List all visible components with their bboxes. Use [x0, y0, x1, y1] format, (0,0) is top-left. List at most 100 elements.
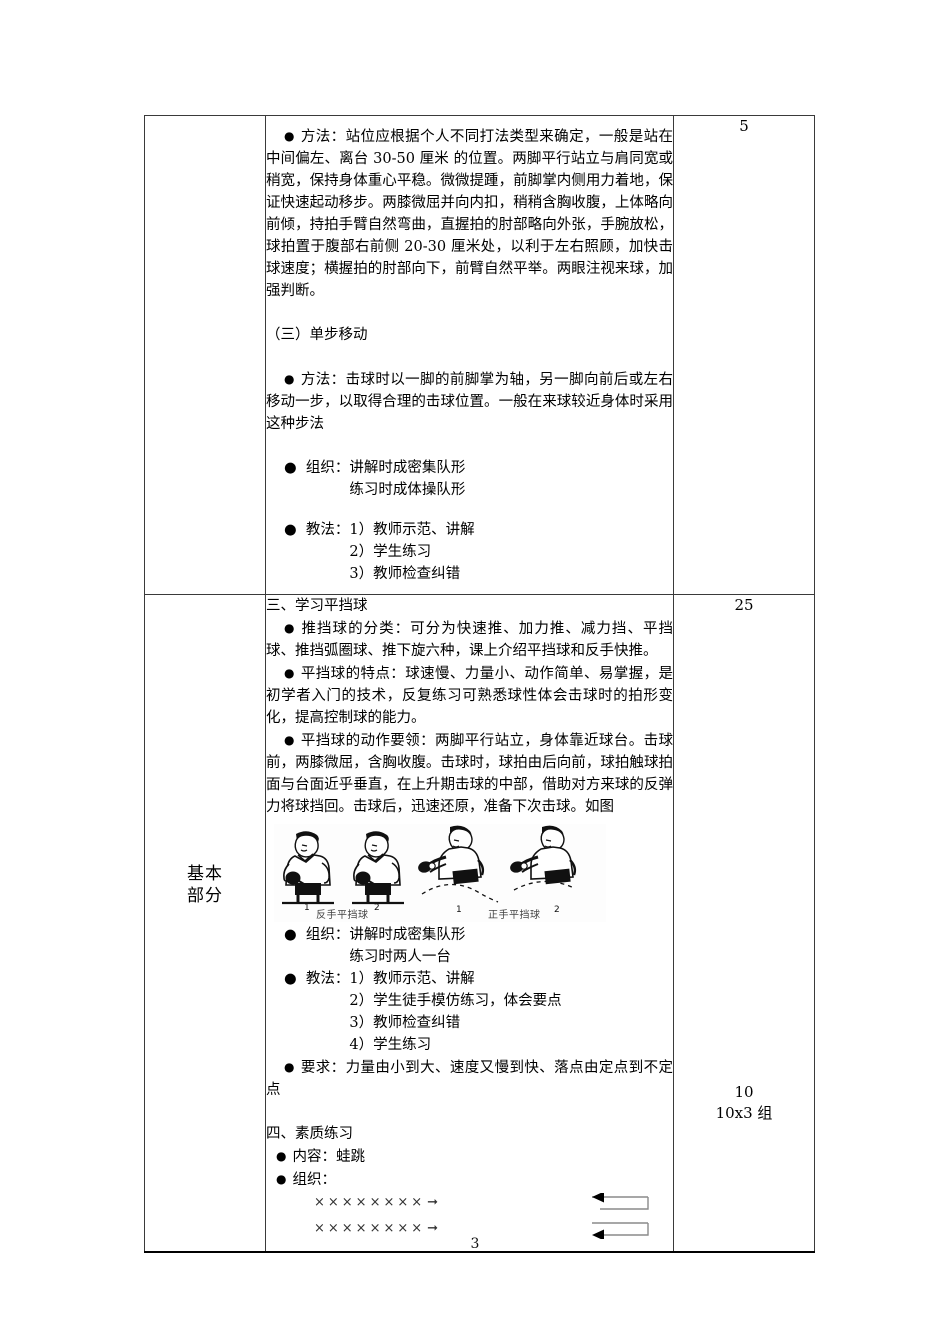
content-value: 蛙跳 [335, 1149, 365, 1165]
key-points-text: 两脚平行站立，身体靠近球台。击球前，两膝微屈，含胸收腹。击球时，球拍由后向前，球… [266, 733, 673, 815]
list-item: 4）学生练习 [349, 1037, 432, 1053]
stage-label-line: 部分 [187, 886, 223, 906]
bullet-dot-icon: ● [284, 971, 297, 987]
list-item: 1）教师示范、讲解 [349, 971, 475, 987]
teaching-method-lead: ● 教法： [266, 968, 349, 990]
lesson-plan-table: ●方法：站位应根据个人不同打法类型来确定，一般是站在中间偏左、离台 30-50 … [144, 115, 815, 1253]
teaching-method-lead: ● 教法： [266, 519, 349, 541]
formation-row-1: ××××××××➞ [314, 1195, 438, 1210]
characteristics-paragraph: ● 平挡球的特点：球速慢、力量小、动作简单、易掌握，是初学者入门的技术，反复练习可… [266, 662, 673, 729]
time-cell-row2: 25 10 10x3 组 [673, 594, 815, 1253]
list-item: 练习时成体操队形 [349, 482, 466, 498]
teaching-method-label: 教法： [305, 522, 350, 538]
illustration-caption-forehand: 正手平挡球 [488, 910, 541, 921]
time-value: 5 [739, 117, 749, 135]
requirements-text: 力量由小到大、速度又慢到快、落点由定点到不定点 [266, 1060, 673, 1098]
organization-lead: ● 组织： [266, 457, 349, 479]
bullet-dot-icon: ● [284, 460, 297, 476]
arrow-right-icon: ➞ [427, 1221, 439, 1236]
list-item: 2）学生练习 [349, 544, 432, 560]
classification-label: 推挡球的分类： [301, 621, 411, 637]
method-paragraph-stance: ●方法：站位应根据个人不同打法类型来确定，一般是站在中间偏左、离台 30-50 … [266, 125, 673, 302]
time-secondary-line2: 10x3 组 [715, 1104, 773, 1122]
figure-number: 2 [374, 903, 380, 913]
characteristics-label: 平挡球的特点： [300, 666, 406, 682]
list-item: 练习时两人一台 [349, 949, 451, 965]
figure-forehand-1 [415, 824, 485, 886]
organization-list-row2: ● 组织： 讲解时成密集队形 练习时两人一台 [266, 924, 673, 968]
classification-text: 可分为快速推、加力推、减力挡、平挡球、推挡弧圈球、推下旋六种，课上介绍平挡球和反… [266, 621, 673, 659]
content-label: 内容： [292, 1149, 336, 1165]
illustration-svg: 1 2 1 2 [280, 824, 577, 915]
bullet-dot-icon: ● [284, 522, 297, 538]
formation-marks: ×××××××× [314, 1221, 426, 1236]
bullet-dot-icon: ● [284, 372, 295, 386]
list-item: 3）教师检查纠错 [349, 566, 461, 582]
list-item: 讲解时成密集队形 [349, 927, 466, 943]
bullet-dot-icon: ● [284, 733, 295, 747]
return-path-arrow-2 [592, 1222, 649, 1239]
figure-number: 1 [304, 903, 310, 913]
list-item: 2）学生徒手模仿练习，体会要点 [349, 993, 562, 1009]
time-secondary-line1: 10 [734, 1083, 754, 1101]
organization-label: 组织： [292, 1172, 336, 1188]
method-text: 站位应根据个人不同打法类型来确定，一般是站在中间偏左、离台 30-50 厘米 的… [266, 129, 673, 299]
bullet-dot-icon: ● [284, 666, 295, 680]
key-points-label: 平挡球的动作要领： [300, 733, 435, 749]
arrow-right-icon: ➞ [427, 1195, 439, 1210]
formation-marks: ×××××××× [314, 1195, 426, 1210]
characteristics-text: 球速慢、力量小、动作简单、易掌握，是初学者入门的技术，反复练习可熟悉球性体会击球… [266, 666, 673, 726]
figure-forehand-2 [507, 824, 577, 886]
content-cell-row1: ●方法：站位应根据个人不同打法类型来确定，一般是站在中间偏左、离台 30-50 … [265, 115, 674, 595]
time-secondary-block: 10 10x3 组 [674, 1082, 814, 1124]
table-tennis-technique-illustration: 1 2 1 2 反手平挡球 正手平挡球 [274, 824, 606, 922]
bullet-dot-icon: ● [284, 927, 297, 943]
ball-trajectory-1 [421, 883, 499, 903]
organization-label: 组织： [305, 460, 350, 476]
stage-cell-row1 [144, 115, 266, 595]
requirements-paragraph: ● 要求：力量由小到大、速度又慢到快、落点由定点到不定点 [266, 1056, 673, 1101]
ball-trajectory-2 [513, 880, 575, 891]
bullet-dot-icon: ● [284, 1060, 295, 1074]
organization-line-formation: ● 组织： [266, 1168, 673, 1191]
method-paragraph-single-step: ● 方法：击球时以一脚的前脚掌为轴，另一脚向前后或左右移动一步，以取得合理的击球位… [266, 368, 673, 435]
content-line-frog-jump: ● 内容：蛙跳 [266, 1145, 673, 1168]
organization-lead: ● 组织： [266, 924, 349, 946]
figure-backhand-1 [280, 829, 336, 905]
teaching-method-list-row1: ● 教法： 1）教师示范、讲解 2）学生练习 3）教师检查纠错 [266, 519, 673, 585]
organization-label: 组织： [305, 927, 350, 943]
bullet-dot-icon: ● [276, 1172, 287, 1186]
subsection-heading-single-step: （三）单步移动 [266, 327, 368, 343]
stage-label-basic-part: 基本 部分 [145, 863, 265, 907]
stage-label-line: 基本 [187, 864, 223, 884]
method-label: 方法： [300, 372, 346, 388]
return-path-arrow-1 [592, 1193, 649, 1210]
section-heading-learn-flat-block: 三、学习平挡球 [266, 598, 368, 614]
illustration-caption-backhand: 反手平挡球 [316, 910, 369, 921]
figure-number: 1 [456, 905, 462, 915]
content-cell-row2: 三、学习平挡球 ● 推挡球的分类：可分为快速推、加力推、减力挡、平挡球、推挡弧圈球… [265, 594, 674, 1253]
key-points-paragraph: ● 平挡球的动作要领：两脚平行站立，身体靠近球台。击球前，两膝微屈，含胸收腹。击球… [266, 729, 673, 818]
classification-paragraph: ● 推挡球的分类：可分为快速推、加力推、减力挡、平挡球、推挡弧圈球、推下旋六种，课… [266, 617, 673, 662]
formation-row-2: ××××××××➞ [314, 1221, 438, 1236]
method-label: 方法： [300, 129, 346, 145]
table-row: ●方法：站位应根据个人不同打法类型来确定，一般是站在中间偏左、离台 30-50 … [144, 115, 815, 595]
frog-jump-formation-diagram: ××××××××➞ ××××××××➞ [266, 1193, 673, 1251]
table-row: 基本 部分 三、学习平挡球 ● 推挡球的分类：可分为快速推、加力推、减力挡、平挡球… [144, 594, 815, 1253]
time-value: 25 [734, 596, 754, 614]
requirements-label: 要求： [300, 1060, 346, 1076]
bullet-dot-icon: ● [284, 621, 296, 635]
figure-number: 2 [554, 905, 560, 915]
list-item: 1）教师示范、讲解 [349, 522, 475, 538]
section-heading-fitness-practice: 四、素质练习 [266, 1126, 353, 1142]
time-cell-row1: 5 [673, 115, 815, 595]
teaching-method-list-row2: ● 教法： 1）教师示范、讲解 2）学生徒手模仿练习，体会要点 3）教师检查纠错… [266, 968, 673, 1056]
stage-cell-row2: 基本 部分 [144, 594, 266, 1253]
list-item: 3）教师检查纠错 [349, 1015, 461, 1031]
teaching-method-label: 教法： [305, 971, 350, 987]
figure-backhand-2 [350, 829, 406, 905]
method-text: 击球时以一脚的前脚掌为轴，另一脚向前后或左右移动一步，以取得合理的击球位置。一般… [266, 372, 673, 432]
bullet-dot-icon: ● [276, 1149, 287, 1163]
list-item: 讲解时成密集队形 [349, 460, 466, 476]
